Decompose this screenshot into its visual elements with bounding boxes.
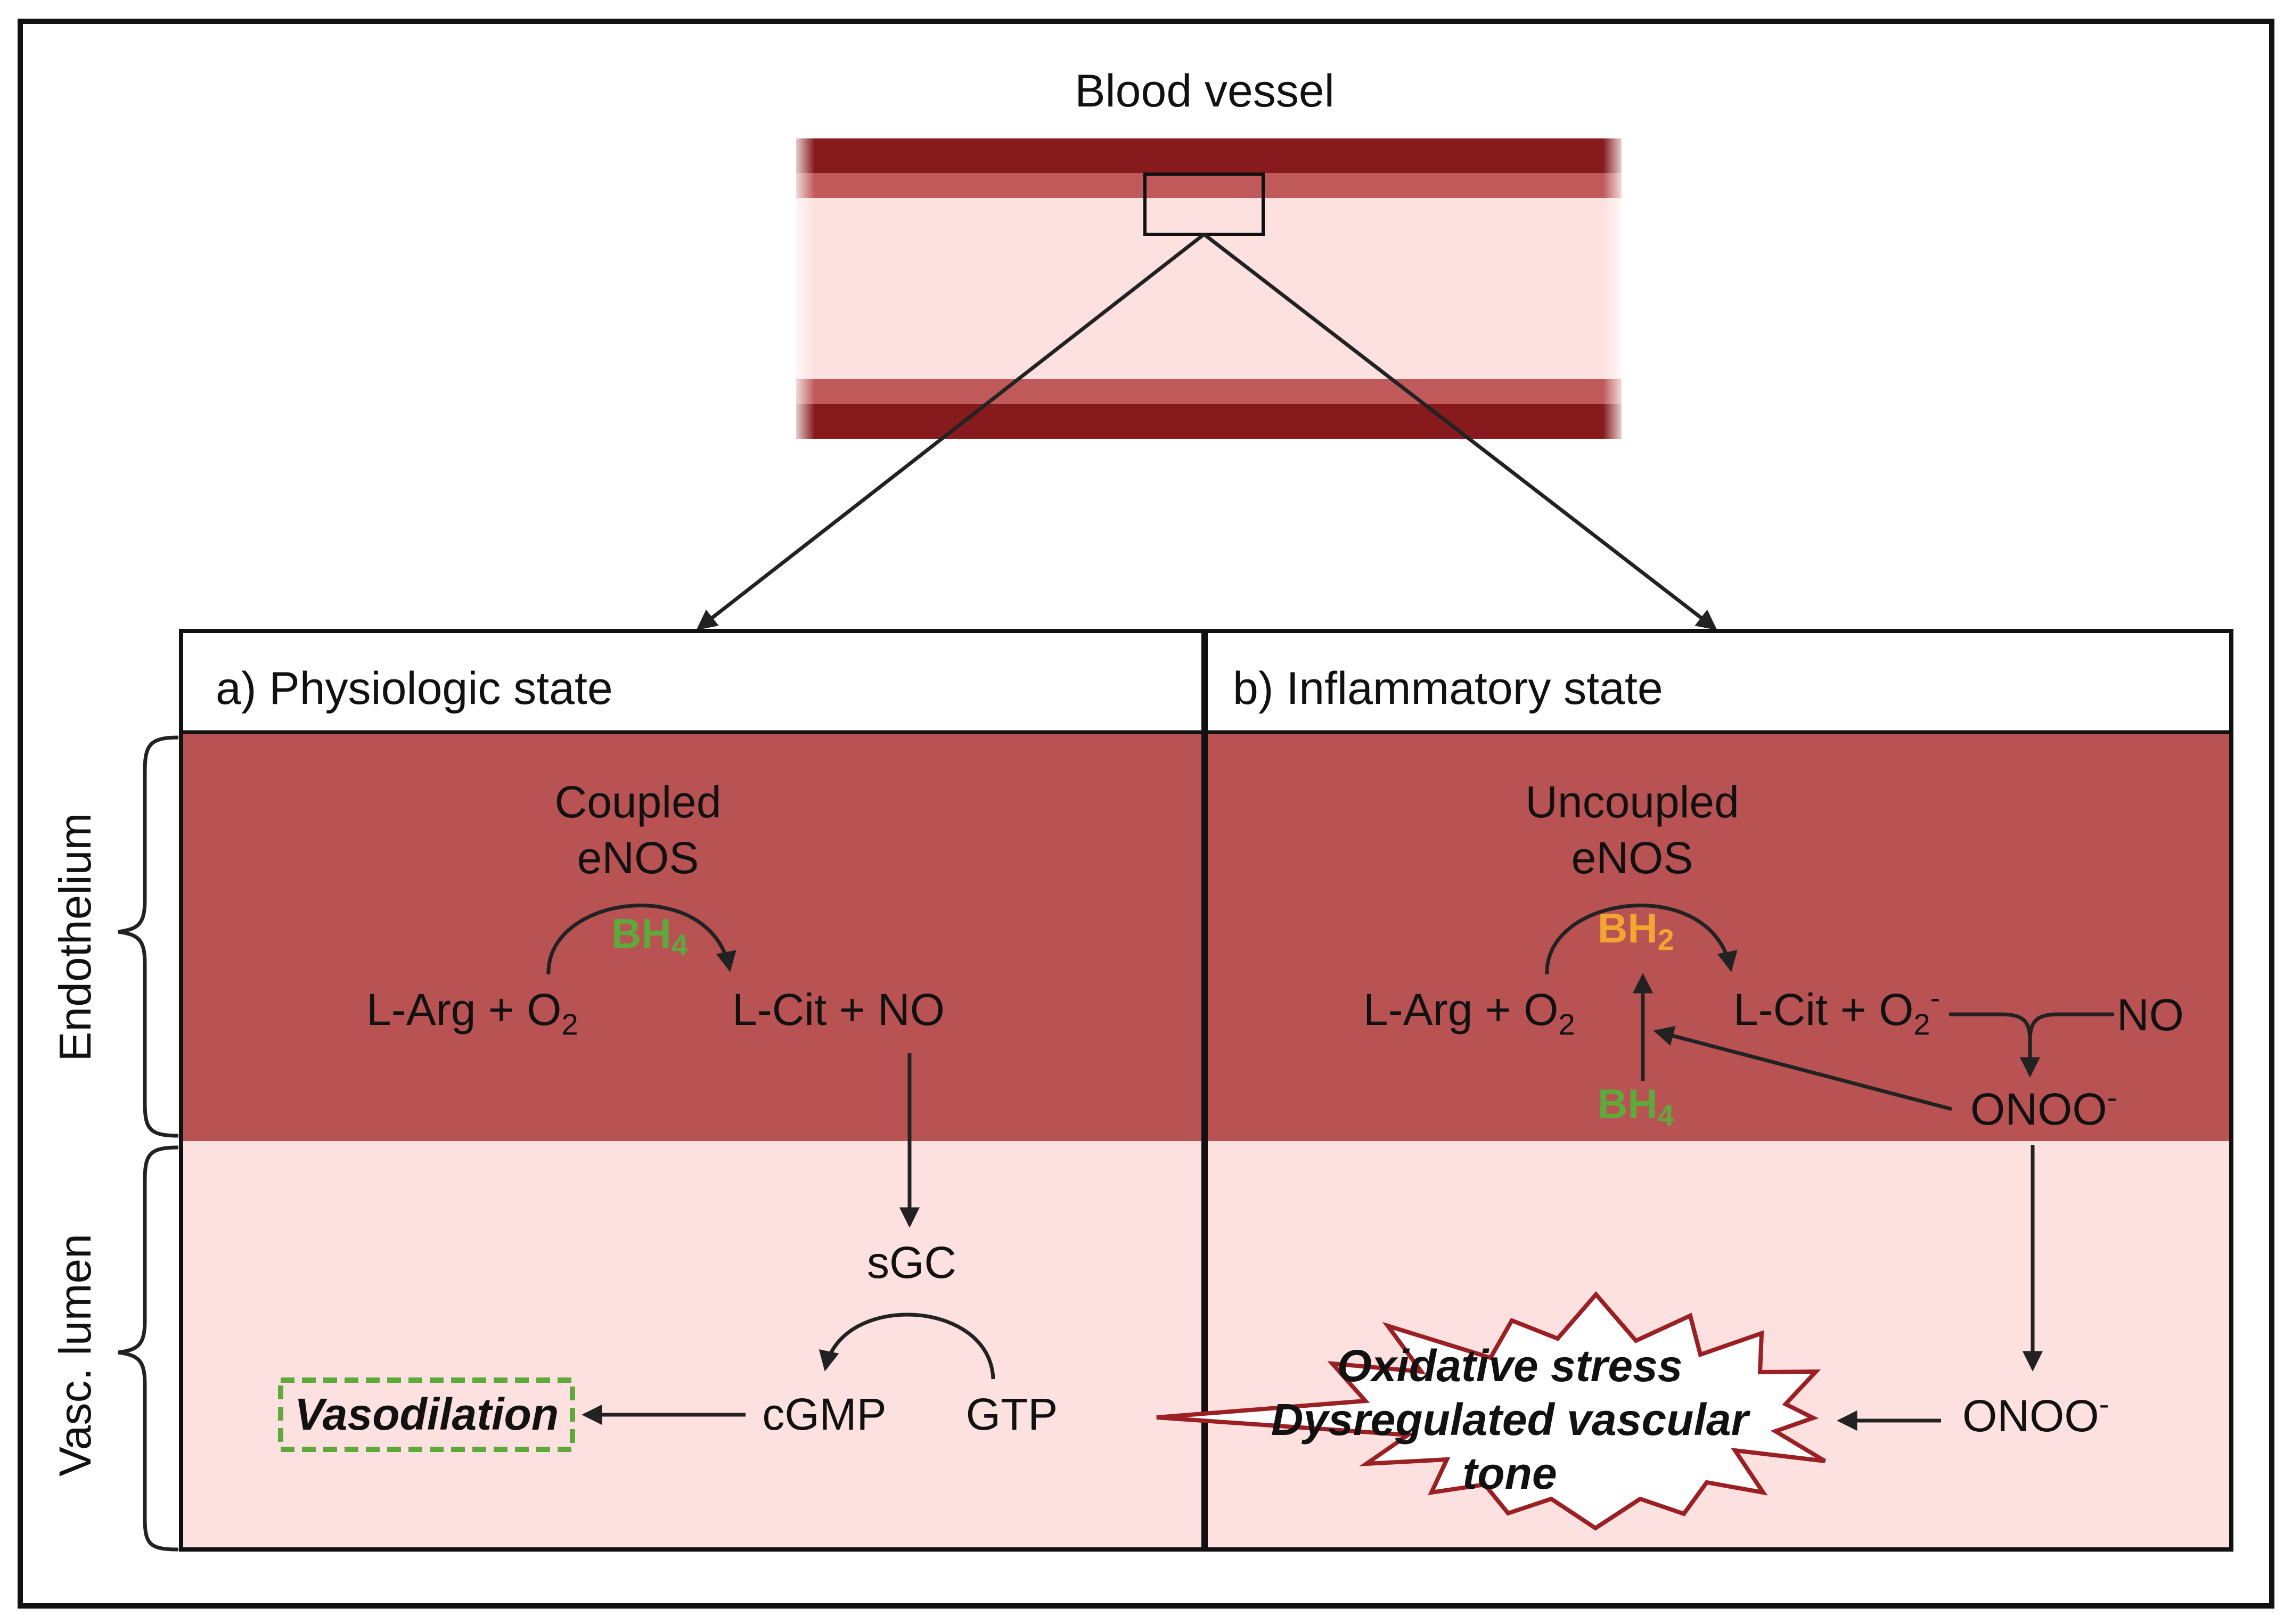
panel-b-merge-to-onoo-arrow — [1949, 1012, 2114, 1075]
panel-a-enzyme-line2: eNOS — [577, 833, 699, 883]
panel-a-bh4-label: BH4 — [611, 910, 688, 962]
panel-b-product: L-Cit + O2- — [1733, 981, 1940, 1041]
panel-b-bh4-label: BH4 — [1598, 1080, 1674, 1132]
panel-a-sgc-reaction-arc — [818, 1313, 995, 1380]
panel-a-product: L-Cit + NO — [732, 985, 945, 1035]
vasodilation-box — [278, 1377, 575, 1452]
panel-b-bh2-label: BH2 — [1598, 905, 1674, 956]
panel-b-outcome-line2: Dysregulated vascular — [1271, 1395, 1751, 1445]
panel-a-sgc: sGC — [867, 1237, 956, 1287]
lumen-brace — [118, 1145, 179, 1552]
panel-a-substrate: L-Arg + O2 — [366, 985, 578, 1041]
panel-b-substrate: L-Arg + O2 — [1363, 985, 1575, 1041]
panel-b-enzyme-line1: Uncoupled — [1525, 777, 1739, 827]
panel-b-onoo-lumen: ONOO- — [1962, 1387, 2109, 1441]
panel-b-title: b) Inflammatory state — [1233, 663, 1663, 714]
panel-a-cgmp: cGMP — [762, 1389, 886, 1439]
endothelium-label: Endothelium — [50, 813, 100, 1062]
panel-b-enos-reaction-arc — [1545, 904, 1738, 975]
vessel-title: Blood vessel — [1075, 65, 1335, 117]
zoom-arrow-left — [696, 233, 1206, 630]
panel-b-outcome-line3: tone — [1462, 1448, 1557, 1498]
panel-a-header — [181, 631, 1204, 732]
panel-a-enzyme-line1: Coupled — [555, 777, 722, 827]
panel-b-header — [1206, 631, 2231, 732]
panel-b-outcome-line1: Oxidative stress — [1337, 1341, 1682, 1391]
lumen-label: Vasc. lumen — [50, 1234, 100, 1477]
blood-vessel-illustration — [791, 136, 1627, 442]
zoom-arrow-right — [1202, 233, 1717, 630]
panel-b-enzyme-line2: eNOS — [1571, 833, 1693, 883]
panel-b-no: NO — [2117, 990, 2184, 1040]
panel-a-gtp: GTP — [966, 1389, 1058, 1439]
panel-b-onoo: ONOO- — [1970, 1080, 2117, 1134]
panel-a-title: a) Physiologic state — [216, 663, 613, 714]
oxidative-stress-burst — [1156, 1291, 1827, 1531]
panel-a-outcome: Vasodilation — [294, 1389, 559, 1439]
endothelium-brace — [118, 735, 179, 1138]
panel-b-onoo-oxidizes-bh4-arrow — [1653, 1026, 1952, 1111]
panel-a-enos-reaction-arc — [546, 904, 736, 975]
